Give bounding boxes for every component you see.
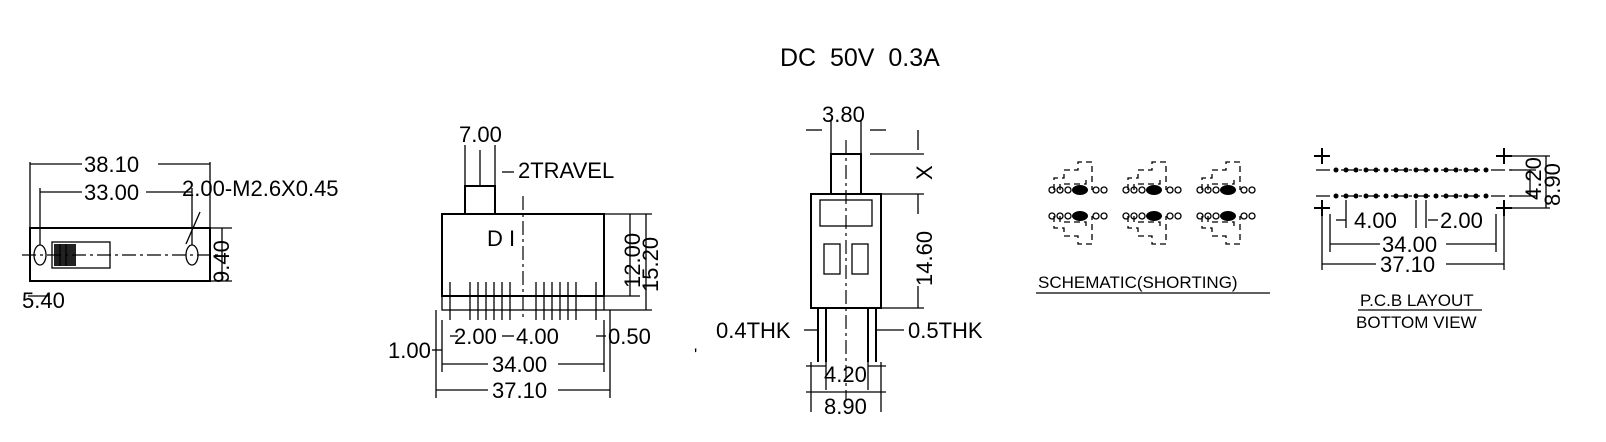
schematic: SCHEMATIC(SHORTING) <box>1036 161 1270 294</box>
pcb-group-pitch: 4.00 <box>1354 208 1397 233</box>
pcb-pin-row-top <box>1333 167 1489 173</box>
schematic-group-2 <box>1122 161 1182 245</box>
top-view-end-offset: 5.40 <box>22 288 65 313</box>
side-view-actuator-label: X <box>912 165 937 180</box>
pcb-layout: 4.20 8.90 4.00 2.00 34.00 37.10 P.C.B LA… <box>1314 148 1565 332</box>
stray-dot: ' <box>694 345 697 364</box>
pcb-label-line1: P.C.B LAYOUT <box>1360 291 1474 310</box>
front-view-marking: D I <box>487 226 515 251</box>
pcb-row-spacing: 4.20 <box>1521 157 1546 200</box>
pcb-mount-cross-br <box>1496 200 1512 216</box>
pcb-pin-pitch: 2.00 <box>1440 208 1483 233</box>
front-view-overall-height: 15.20 <box>638 237 663 292</box>
front-view-overall-length: 37.10 <box>492 378 547 403</box>
side-view-thk-left: 0.4THK <box>716 318 791 343</box>
side-view-overall-width: 8.90 <box>824 394 867 419</box>
top-view-height: 9.40 <box>209 240 234 283</box>
schematic-group-1 <box>1048 161 1108 245</box>
pcb-overall-width: 8.90 <box>1540 163 1565 206</box>
pcb-mount-cross-tr <box>1496 148 1512 164</box>
front-view-pin-edge: 1.00 <box>388 338 431 363</box>
front-view-group-pitch: 4.00 <box>516 324 559 349</box>
schematic-label: SCHEMATIC(SHORTING) <box>1038 273 1238 292</box>
side-view-row-spacing: 4.20 <box>824 362 867 387</box>
front-view-pin-thickness: 0.50 <box>608 324 651 349</box>
pcb-label-line2: BOTTOM VIEW <box>1356 313 1477 332</box>
schematic-group-3 <box>1196 161 1256 245</box>
front-view-housing-height: 12.00 <box>620 233 645 288</box>
side-view-body-height: 14.60 <box>912 231 937 286</box>
top-view-mount-hole-label: 2.00-M2.6X0.45 <box>182 176 339 201</box>
top-view-hole-pitch: 33.00 <box>84 180 139 205</box>
front-view: 7.00 2TRAVEL D I 1 <box>388 122 663 403</box>
front-view-actuator <box>464 185 496 215</box>
pcb-pin-span: 34.00 <box>1382 232 1437 257</box>
top-view-overall-length: 38.10 <box>84 152 139 177</box>
front-view-pin-span: 34.00 <box>492 352 547 377</box>
rating-text: DC 50V 0.3A <box>780 44 940 72</box>
pcb-pin-row-bottom <box>1333 193 1489 199</box>
pcb-overall-length: 37.10 <box>1380 252 1435 277</box>
side-view: 3.80 X 14.60 0.4THK 0.5THK 4.20 <box>716 102 983 419</box>
front-view-pins <box>441 282 605 320</box>
front-view-pin-pitch: 2.00 <box>454 324 497 349</box>
front-view-actuator-width: 7.00 <box>459 122 502 147</box>
top-view: 38.10 33.00 2.00-M2.6X0.45 9.40 5.40 <box>22 152 339 313</box>
pcb-mount-cross-bl <box>1314 200 1330 216</box>
side-view-thk-right: 0.5THK <box>908 318 983 343</box>
pcb-mount-cross-tl <box>1314 148 1330 164</box>
front-view-travel: 2TRAVEL <box>518 158 614 183</box>
side-view-actuator-width: 3.80 <box>822 102 865 127</box>
